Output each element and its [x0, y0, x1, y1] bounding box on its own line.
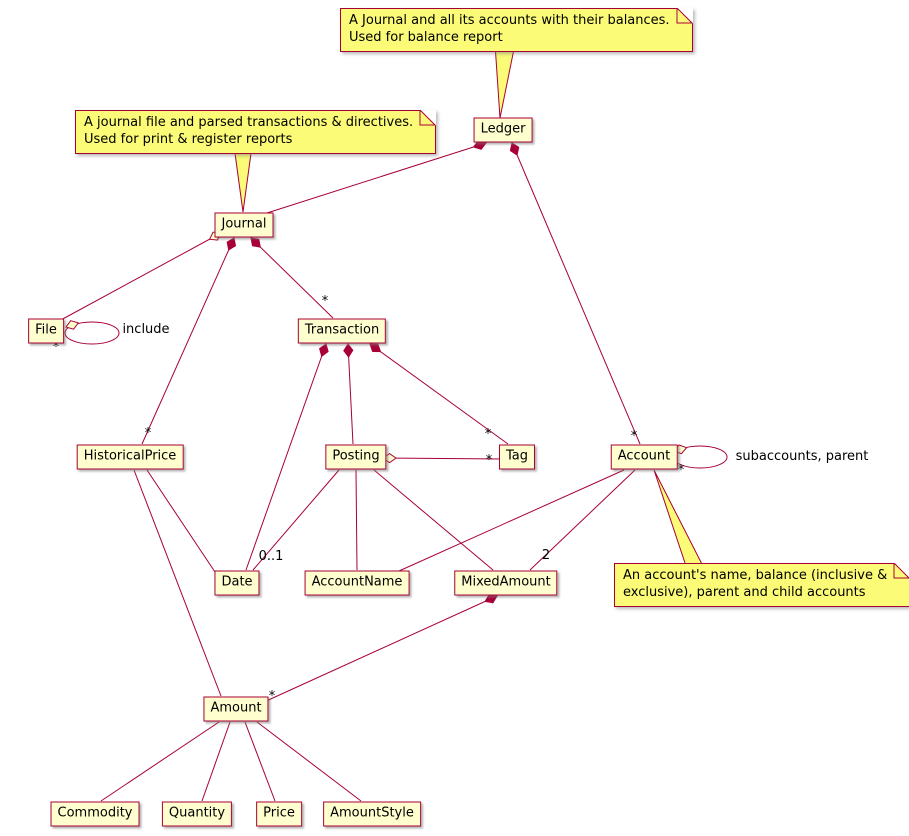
note-fold-corner-icon	[893, 563, 909, 579]
edge-journal-historicalprice-diamond-marker	[226, 237, 237, 251]
edge-label-transaction-tag-mult: *	[484, 427, 492, 442]
class-node-account-name: AccountName	[304, 570, 410, 596]
class-node-mixed-amount: MixedAmount	[454, 570, 558, 596]
edge-label-mixedamount-amount-mult: *	[268, 689, 276, 704]
class-node-posting: Posting	[325, 444, 387, 470]
note-fold-corner-icon	[419, 110, 437, 126]
note-text-line: exclusive), parent and child accounts	[623, 585, 866, 600]
edge-label-file-loop-mult: *	[52, 340, 60, 355]
edge-mixedamount-amount	[263, 595, 498, 703]
edge-amount-amountstyle	[256, 721, 362, 802]
note-text-line: A Journal and all its accounts with thei…	[349, 13, 670, 28]
edge-label-posting-date-mult: 0..1	[258, 549, 284, 564]
class-node-commodity: Commodity	[50, 801, 140, 827]
edge-posting-accountname	[355, 469, 358, 571]
edge-label-account-mixedamount-mult: 2	[541, 548, 551, 563]
edge-label-posting-tag-mult: *	[485, 453, 493, 468]
note-journal: A journal file and parsed transactions &…	[75, 110, 437, 154]
note-text-line: A journal file and parsed transactions &…	[84, 115, 414, 130]
class-node-amount-style: AmountStyle	[323, 801, 421, 827]
edge-journal-file	[58, 232, 222, 322]
edge-label-ledger-account-mult: *	[630, 429, 638, 444]
class-node-price: Price	[256, 801, 302, 827]
edge-journal-transaction-diamond-marker	[250, 237, 261, 248]
edge-ledger-account	[511, 142, 641, 445]
edge-ledger-account-diamond-marker	[509, 142, 520, 156]
edge-transaction-tag-diamond-marker	[369, 343, 382, 353]
edge-journal-transaction	[250, 237, 334, 319]
note-tail-account	[653, 469, 707, 573]
edge-transaction-posting-diamond-marker	[343, 343, 354, 358]
edge-amount-commodity	[100, 721, 220, 802]
edge-account-accountname	[398, 469, 625, 572]
edge-posting-mixedamount	[373, 469, 494, 571]
edge-amount-quantity	[201, 721, 231, 802]
note-fold-corner-icon	[676, 8, 693, 24]
edge-ledger-journal	[266, 142, 487, 214]
class-node-amount: Amount	[203, 696, 269, 722]
note-ledger: A Journal and all its accounts with thei…	[340, 8, 693, 52]
class-node-tag: Tag	[498, 444, 536, 470]
edge-historicalprice-amount	[133, 469, 222, 697]
class-node-account: Account	[610, 444, 678, 470]
loop-file-include	[64, 321, 120, 345]
note-tail-journal	[233, 145, 253, 213]
edge-label-account-loop-label: subaccounts, parent	[735, 449, 869, 464]
edge-transaction-date	[245, 343, 327, 571]
edge-amount-price	[244, 721, 276, 802]
note-text-line: An account's name, balance (inclusive &	[623, 568, 888, 583]
note-tail-ledger	[494, 43, 516, 119]
note-account: An account's name, balance (inclusive & e…	[614, 563, 909, 607]
edge-journal-historicalprice	[141, 237, 235, 445]
class-node-transaction: Transaction	[297, 318, 387, 344]
edge-posting-tag	[382, 457, 503, 460]
class-node-historical-price: HistoricalPrice	[76, 444, 184, 470]
edge-label-journal-historicalprice-mult: *	[144, 426, 152, 441]
edge-transaction-tag	[369, 343, 509, 445]
class-node-journal: Journal	[214, 212, 274, 238]
edge-label-account-loop-mult: *	[677, 463, 685, 478]
class-node-quantity: Quantity	[161, 801, 233, 827]
note-text-line: Used for balance report	[349, 30, 503, 45]
note-text-line: Used for print & register reports	[84, 132, 293, 147]
edge-label-file-loop-label: include	[122, 322, 170, 337]
edge-posting-date	[252, 469, 340, 571]
edge-transaction-date-diamond-marker	[319, 343, 329, 358]
class-node-date: Date	[214, 570, 260, 596]
loop-file-include-diamond-marker	[65, 320, 80, 330]
edge-historicalprice-date	[146, 469, 220, 579]
class-node-file: File	[28, 318, 64, 344]
edge-transaction-posting	[347, 343, 354, 445]
edge-label-journal-transaction-mult: *	[321, 294, 329, 309]
class-node-ledger: Ledger	[473, 117, 533, 143]
edge-mixedamount-amount-diamond-marker	[484, 594, 498, 604]
edge-account-mixedamount	[529, 469, 636, 571]
